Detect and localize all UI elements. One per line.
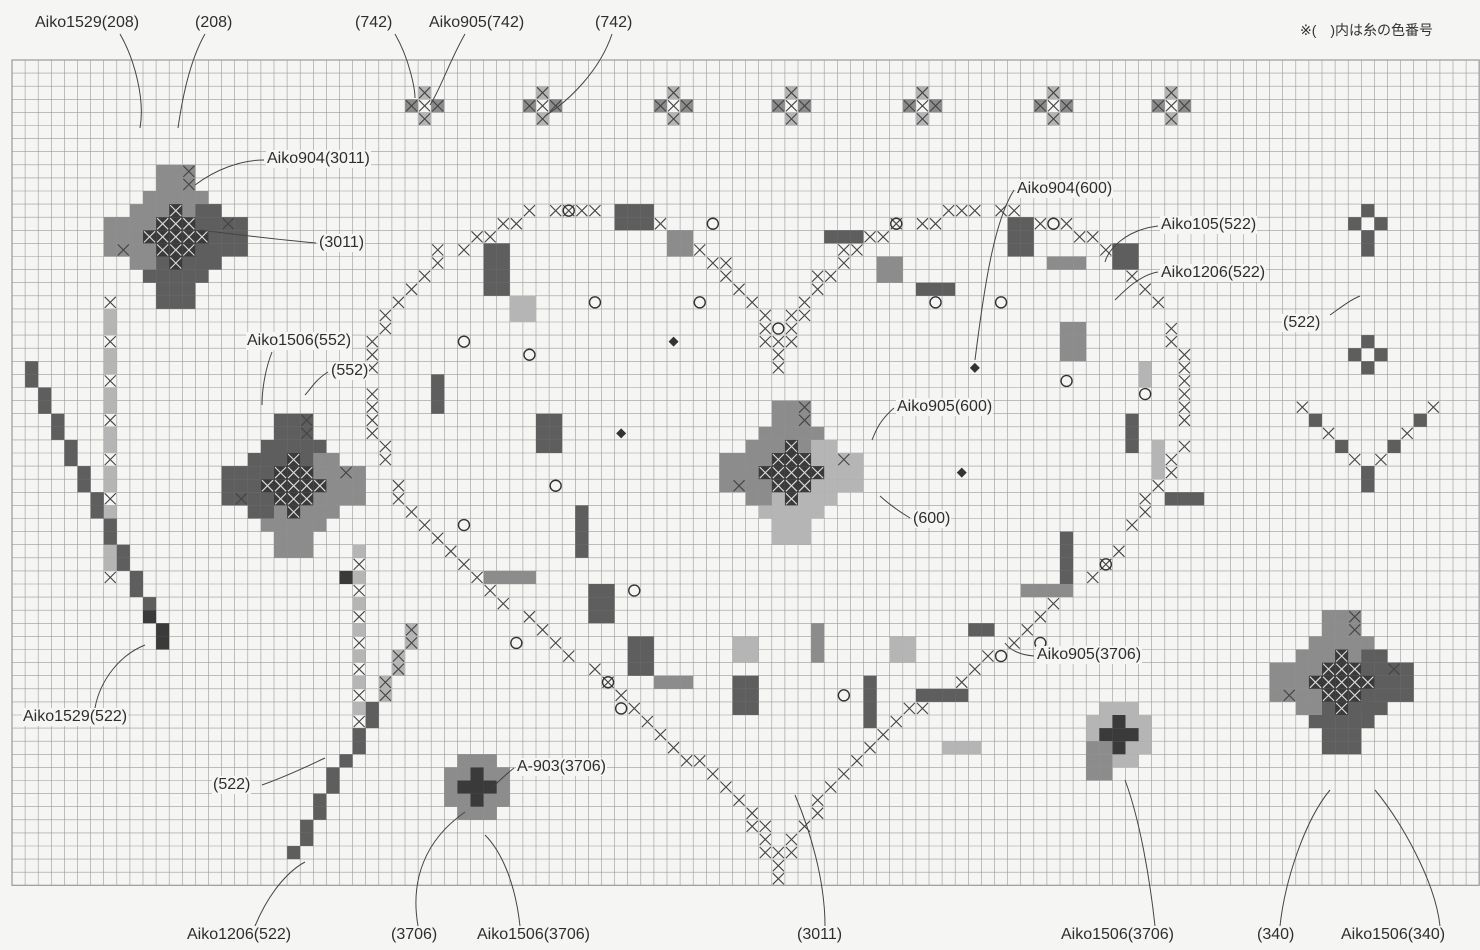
thread-label: Aiko1529(522) [22, 708, 128, 726]
thread-label: (522) [212, 776, 251, 794]
thread-label: (742) [594, 14, 633, 32]
thread-label: Aiko904(3011) [266, 150, 371, 168]
thread-label: Aiko905(600) [896, 398, 993, 416]
thread-label: Aiko1206(522) [1160, 264, 1266, 282]
thread-label: (522) [1282, 314, 1321, 332]
thread-label: Aiko905(3706) [1036, 646, 1142, 664]
thread-label: (3706) [390, 926, 438, 944]
thread-label: Aiko1506(3706) [1060, 926, 1175, 944]
thread-label: (208) [194, 14, 233, 32]
thread-label: Aiko1206(522) [186, 926, 292, 944]
thread-label: Aiko105(522) [1160, 216, 1257, 234]
thread-label: (340) [1256, 926, 1295, 944]
thread-label: Aiko1506(552) [246, 332, 352, 350]
thread-label: (600) [912, 510, 951, 528]
legend-note: ※( )内は糸の色番号 [1300, 20, 1433, 40]
thread-label: Aiko1506(340) [1340, 926, 1446, 944]
thread-label: (742) [354, 14, 393, 32]
thread-label: Aiko1529(208) [34, 14, 140, 32]
thread-label: A-903(3706) [516, 758, 607, 776]
thread-label: Aiko905(742) [428, 14, 525, 32]
thread-label: (3011) [796, 926, 843, 944]
thread-label: Aiko904(600) [1016, 180, 1113, 198]
thread-label: (3011) [318, 234, 365, 252]
thread-label: (552) [330, 362, 369, 380]
thread-label: Aiko1506(3706) [476, 926, 591, 944]
